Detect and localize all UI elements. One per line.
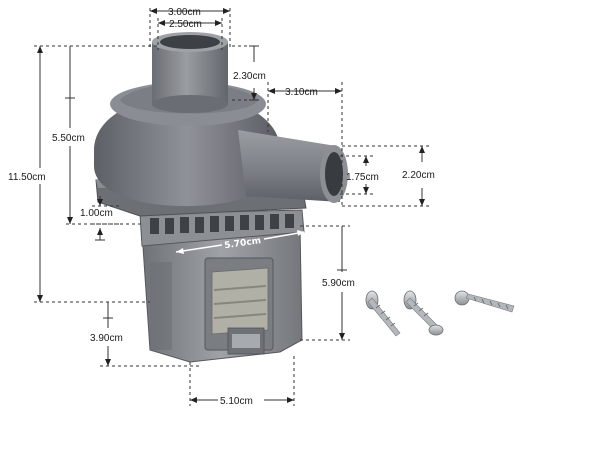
label-motor-height: 5.90cm xyxy=(322,278,355,289)
label-outlet-length: 3.10cm xyxy=(285,87,318,98)
motor-vent-plate xyxy=(139,209,305,247)
label-base-width: 5.10cm xyxy=(220,396,253,407)
label-upper-height: 5.50cm xyxy=(52,133,85,144)
outlet-tube xyxy=(238,130,348,203)
label-outlet-inner-diameter: 1.75cm xyxy=(346,172,379,183)
inlet-tube xyxy=(152,32,228,113)
motor-housing xyxy=(141,225,303,363)
screw-3 xyxy=(454,290,515,313)
label-outlet-outer-diameter: 2.20cm xyxy=(402,170,435,181)
drain-pump xyxy=(94,32,348,363)
dimension-arrows xyxy=(37,8,425,403)
screw-2 xyxy=(403,290,444,336)
label-inlet-height: 2.30cm xyxy=(233,71,266,82)
label-flange-gap: 1.00cm xyxy=(80,208,113,219)
label-base-height: 3.90cm xyxy=(90,333,123,344)
screw-1 xyxy=(365,290,401,337)
label-top-outer-diameter: 3.00cm xyxy=(168,7,201,18)
motor-width-arrows xyxy=(176,230,304,254)
dimension-lines xyxy=(34,8,430,406)
label-total-height: 11.50cm xyxy=(8,172,46,183)
label-top-inner-diameter: 2.50cm xyxy=(169,19,202,30)
